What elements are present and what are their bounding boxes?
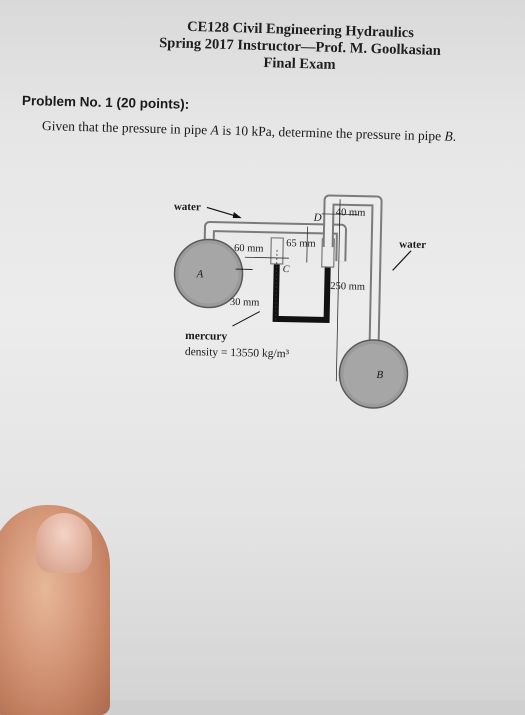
point-d-label: D xyxy=(313,212,322,224)
pipe-a-label: A xyxy=(195,268,203,280)
dim-60-label: 60 mm xyxy=(234,243,264,255)
inverted-tube xyxy=(326,200,377,344)
water-right-label: water xyxy=(399,238,426,251)
water-left-label: water xyxy=(174,201,201,214)
water-left-arrowhead xyxy=(233,212,242,218)
water-right-arrow xyxy=(393,250,411,270)
dim-250-label: 250 mm xyxy=(330,281,365,293)
mercury-arrow xyxy=(232,311,259,327)
thumbnail xyxy=(36,513,92,573)
dim-40-label: 40 mm xyxy=(336,207,366,219)
dim-30-label: 30 mm xyxy=(230,297,260,309)
pipe-b-label: B xyxy=(376,369,383,381)
point-c-label: C xyxy=(283,264,290,275)
mercury-label: mercury xyxy=(185,330,227,343)
density-label: density = 13550 kg/m³ xyxy=(185,346,290,360)
dim-65-label: 65 mm xyxy=(286,238,316,250)
